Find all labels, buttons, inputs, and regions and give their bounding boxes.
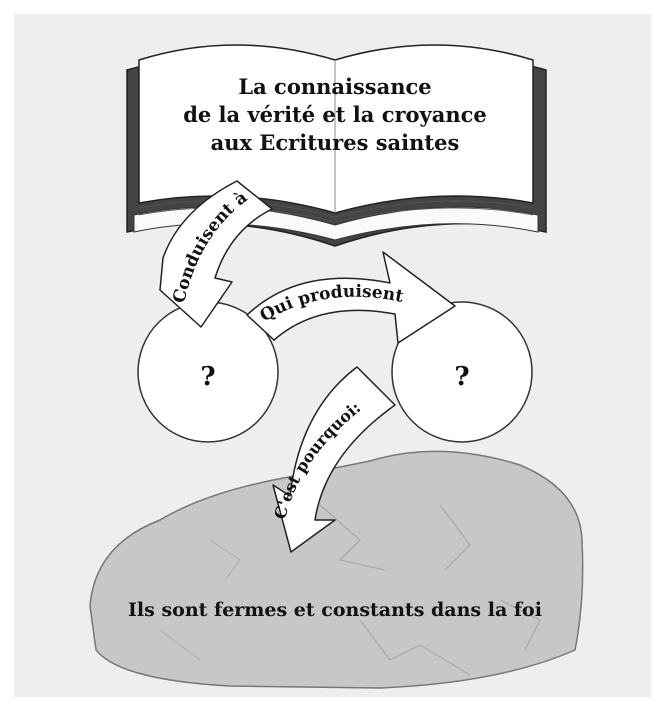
right-circle-label: ? bbox=[454, 362, 469, 392]
book-line-3: aux Ecritures saintes bbox=[211, 130, 460, 155]
right-circle: ? bbox=[391, 301, 533, 443]
rock-label: Ils sont fermes et constants dans la foi bbox=[128, 599, 542, 621]
left-circle-label: ? bbox=[200, 362, 215, 392]
book-line-1: La connaissance bbox=[238, 74, 431, 99]
book-line-2: de la vérité et la croyance bbox=[183, 102, 487, 127]
rock: Ils sont fermes et constants dans la foi bbox=[89, 450, 584, 689]
